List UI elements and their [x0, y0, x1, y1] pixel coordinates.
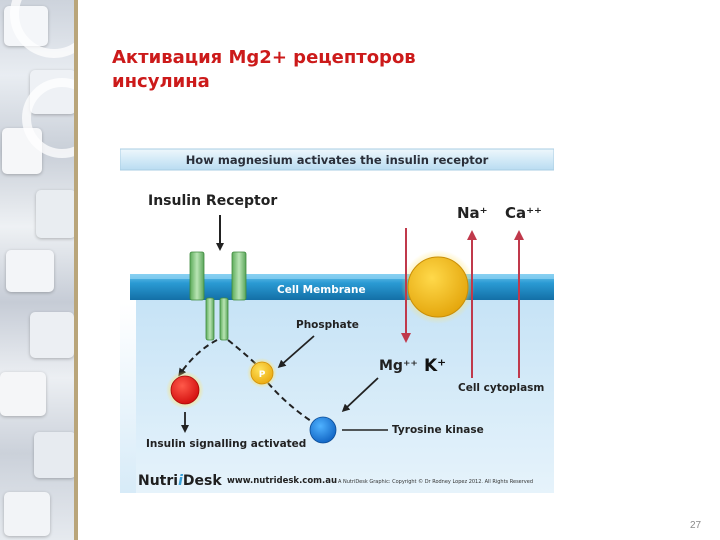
receptor-stem-left [205, 297, 215, 341]
phosphate-symbol: P [259, 370, 266, 380]
phosphate-pointer-arrow [277, 335, 315, 368]
slide-title: Активация Mg2+ рецепторов инсулина [112, 47, 416, 92]
cell-membrane-label: Cell Membrane [277, 284, 366, 296]
nutridesk-logo: NutriiDesk [138, 473, 222, 489]
diagram-banner-text: How magnesium activates the insulin rece… [186, 153, 489, 167]
website-text: www.nutridesk.com.au [227, 476, 337, 486]
insulin-receptor-label: Insulin Receptor [148, 193, 277, 209]
k-ion-label: K⁺ [424, 356, 446, 376]
sugar-cube [0, 372, 46, 416]
ca-ion-label: Ca⁺⁺ [505, 204, 542, 222]
insulin-signal-dot [170, 375, 200, 405]
copyright-text: A NutriDesk Graphic: Copyright © Dr Rodn… [338, 478, 533, 485]
decorative-ring [22, 78, 78, 158]
sugar-cube [30, 312, 74, 358]
page-number: 27 [690, 520, 702, 531]
sugar-cube [6, 250, 54, 292]
logo-i: i [178, 473, 183, 489]
tyrosine-kinase-dot [309, 416, 337, 444]
logo-suffix: Desk [183, 473, 222, 489]
decorative-sugar-cube-strip [0, 0, 78, 540]
phosphate-dot [250, 361, 274, 385]
insulin-receptor-diagram: How magnesium activates the insulin rece… [119, 148, 555, 493]
cell-cytoplasm-label: Cell cytoplasm [458, 382, 544, 394]
ion-channel [407, 256, 469, 318]
na-ion-label: Na⁺ [457, 204, 488, 222]
sugar-cube [36, 190, 76, 238]
strip-edge-line [74, 0, 78, 540]
sugar-cube [4, 492, 50, 536]
signal-path-to-phosphate [227, 339, 261, 369]
signal-path-to-kinase [267, 382, 315, 424]
diagram-svg: How magnesium activates the insulin rece… [119, 148, 555, 493]
insulin-signalling-label: Insulin signalling activated [146, 438, 306, 450]
sugar-cube [34, 432, 76, 478]
cell-membrane-highlight [130, 274, 554, 279]
mg-ion-label: Mg⁺⁺ [379, 358, 418, 374]
logo-prefix: Nutri [138, 473, 178, 489]
decorative-ring [10, 0, 78, 58]
receptor-subunit-right [231, 251, 247, 301]
receptor-stem-right [219, 297, 229, 341]
signal-path-to-red [178, 339, 218, 377]
receptor-subunit-left [189, 251, 205, 301]
tyrosine-kinase-label: Tyrosine kinase [392, 424, 484, 436]
mg-to-kinase-arrow [341, 377, 379, 413]
phosphate-label: Phosphate [296, 319, 359, 331]
